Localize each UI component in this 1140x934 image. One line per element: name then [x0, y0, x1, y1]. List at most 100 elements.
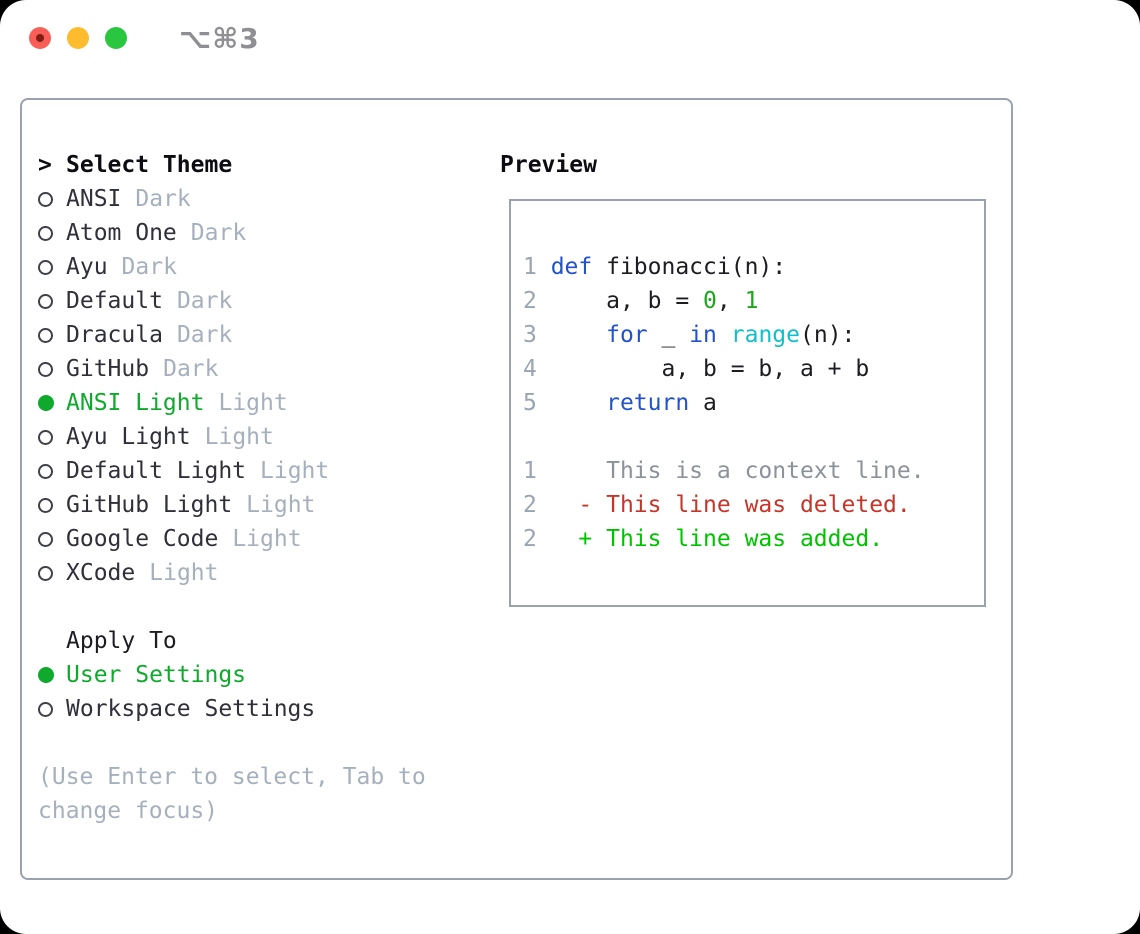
line-number: 5	[523, 390, 551, 416]
code-line: 2 a, b = 0, 1	[523, 284, 984, 318]
radio-circle	[38, 327, 53, 343]
radio-unselected-icon	[38, 259, 66, 275]
radio-unselected-icon	[38, 327, 66, 343]
select-theme-title: Select Theme	[66, 152, 233, 178]
theme-variant-tag: Dark	[176, 288, 233, 314]
theme-name: Ayu	[66, 254, 108, 280]
radio-selected-icon	[38, 395, 66, 411]
code-segment-plain	[551, 390, 606, 416]
theme-option[interactable]: GitHub Light Light	[38, 488, 426, 522]
theme-name: Google Code	[66, 526, 219, 552]
code-segment-plain: a, b = b, a + b	[550, 356, 870, 382]
radio-circle	[38, 497, 53, 513]
radio-unselected-icon	[38, 225, 66, 241]
code-segment-plain: (n):	[800, 322, 856, 348]
theme-variant-tag: Light	[246, 492, 316, 518]
theme-variant-tag: Dark	[163, 356, 219, 382]
radio-unselected-icon	[38, 361, 66, 377]
theme-variant-tag: Light	[204, 424, 274, 450]
code-segment-literal: 0	[703, 288, 717, 314]
radio-unselected-icon	[38, 497, 66, 513]
line-number: 2	[523, 526, 551, 552]
theme-name: ANSI Light	[66, 390, 205, 416]
theme-variant-tag: Light	[260, 458, 330, 484]
spacer	[38, 590, 426, 624]
apply-to-header: Apply To	[66, 628, 177, 654]
line-number: 2	[523, 492, 551, 518]
code-line: 1 def fibonacci(n):	[523, 250, 984, 284]
select-theme-header: > Select Theme	[38, 148, 426, 182]
minimize-button-icon[interactable]	[67, 27, 89, 49]
radio-circle	[38, 667, 54, 683]
preview-title: Preview	[500, 152, 597, 178]
radio-circle	[38, 293, 53, 309]
radio-circle	[38, 463, 53, 479]
radio-unselected-icon	[38, 463, 66, 479]
radio-unselected-icon	[38, 531, 66, 547]
code-line: 5 return a	[523, 386, 984, 420]
radio-circle	[38, 191, 53, 207]
line-number: 3	[523, 322, 551, 348]
hint-line-2: change focus)	[38, 798, 219, 824]
code-segment-plain: ,	[716, 288, 745, 314]
code-segment-builtin: range	[730, 322, 800, 348]
radio-unselected-icon	[38, 701, 66, 717]
code-line: 2 + This line was added.	[523, 522, 984, 556]
window-title: ⌥⌘3	[179, 21, 260, 55]
line-number: 1	[523, 254, 551, 280]
code-line: 1 This is a context line.	[523, 454, 984, 488]
radio-unselected-icon	[38, 293, 66, 309]
line-number: 2	[523, 288, 551, 314]
code-segment-plain	[551, 322, 606, 348]
theme-name: Ayu Light	[66, 424, 191, 450]
radio-circle	[38, 531, 53, 547]
radio-unselected-icon	[38, 565, 66, 581]
radio-circle	[38, 701, 53, 717]
close-button-icon[interactable]	[29, 27, 51, 49]
theme-option[interactable]: GitHub Dark	[38, 352, 426, 386]
zoom-button-icon[interactable]	[105, 27, 127, 49]
theme-name: GitHub Light	[66, 492, 233, 518]
titlebar: ⌥⌘3	[29, 22, 260, 55]
radio-selected-icon	[38, 667, 66, 683]
theme-variant-tag: Light	[149, 560, 219, 586]
code-segment-plain: a, b =	[550, 288, 704, 314]
code-segment-context: This is a context line.	[550, 458, 925, 484]
theme-option[interactable]: XCode Light	[38, 556, 426, 590]
code-line: 2 - This line was deleted.	[523, 488, 984, 522]
theme-name: XCode	[66, 560, 136, 586]
theme-option[interactable]: Ayu Light Light	[38, 420, 426, 454]
code-segment-added: + This line was added.	[550, 526, 884, 552]
code-line	[523, 420, 984, 454]
radio-circle	[38, 259, 53, 275]
apply-to-option[interactable]: Workspace Settings	[38, 692, 426, 726]
apply-to-option[interactable]: User Settings	[38, 658, 426, 692]
theme-name: GitHub	[66, 356, 150, 382]
focus-caret-icon: >	[38, 152, 52, 178]
code-segment-plain: _	[647, 322, 690, 348]
radio-circle	[38, 361, 53, 377]
radio-circle	[38, 429, 53, 445]
theme-variant-tag: Light	[232, 526, 302, 552]
theme-option[interactable]: Google Code Light	[38, 522, 426, 556]
apply-to-option-label: Workspace Settings	[66, 696, 316, 722]
code-segment-plain: fibonacci(n):	[592, 254, 787, 280]
line-number: 1	[523, 458, 551, 484]
code-segment-keyword: def	[550, 254, 593, 280]
theme-variant-tag: Dark	[135, 186, 191, 212]
code-segment-keyword: for	[606, 322, 648, 348]
code-segment-deleted: - This line was deleted.	[550, 492, 911, 518]
radio-unselected-icon	[38, 191, 66, 207]
radio-unselected-icon	[38, 429, 66, 445]
